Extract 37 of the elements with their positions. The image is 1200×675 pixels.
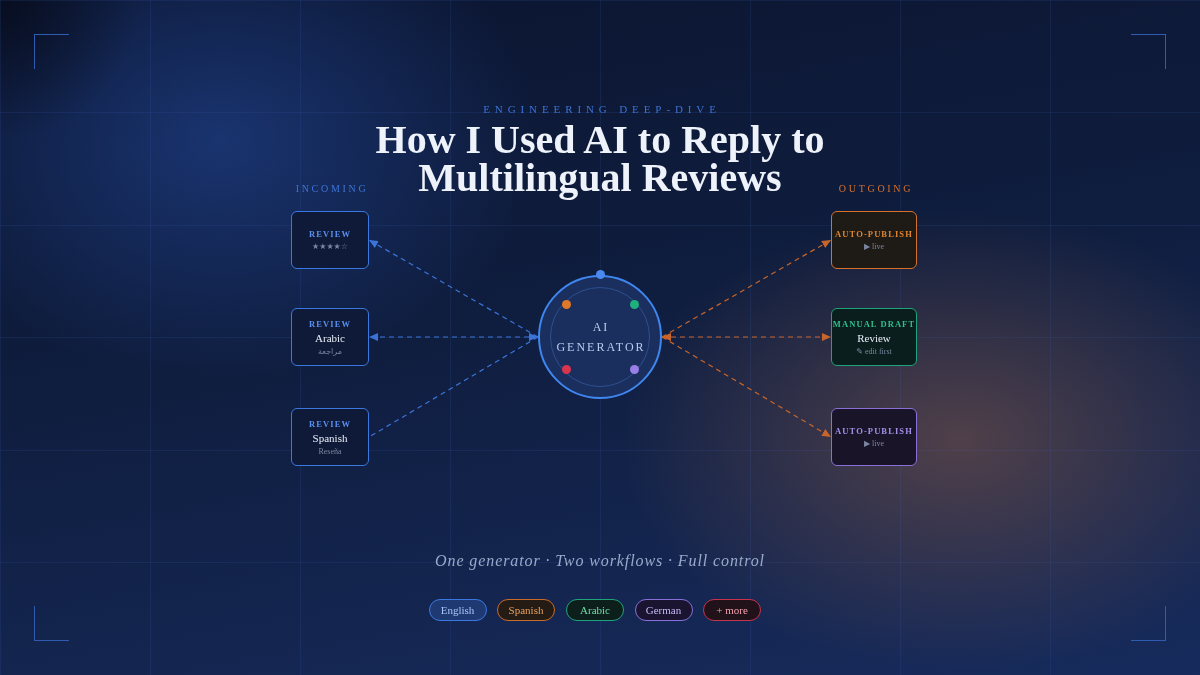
tagline: One generator · Two workflows · Full control: [435, 552, 765, 570]
card-note: مراجعة: [318, 346, 342, 356]
section-kicker: ENGINEERING DEEP-DIVE: [483, 103, 721, 115]
output-card: [831, 211, 917, 269]
card-heading: REVIEW: [309, 418, 351, 429]
card-heading: REVIEW: [309, 318, 351, 329]
card-heading: AUTO-PUBLISH: [835, 229, 913, 239]
column-heading: INCOMING: [295, 182, 369, 194]
card-heading: MANUAL DRAFT: [832, 318, 916, 329]
language-tag: German: [634, 599, 693, 621]
card-heading: REVIEW: [309, 229, 351, 239]
language-tag: Spanish: [497, 599, 555, 621]
dashed-arrow: [368, 239, 539, 338]
status-text: ▶ live: [863, 439, 885, 448]
dashed-arrow: [661, 336, 832, 438]
dashed-line: [368, 336, 539, 438]
dashed-arrow: [368, 333, 539, 341]
card-heading: AUTO-PUBLISH: [835, 426, 913, 436]
review-card: [291, 308, 369, 366]
language-tag: + more: [703, 599, 761, 621]
card-note: ✎ edit first: [856, 346, 892, 356]
card-title: Review: [857, 331, 891, 344]
language-tag: English: [428, 599, 487, 621]
review-card: [291, 211, 369, 269]
dashed-arrow: [661, 333, 832, 341]
output-card: [831, 308, 917, 366]
card-title: Spanish: [312, 431, 348, 444]
column-heading: OUTGOING: [838, 182, 914, 194]
language-tag: Arabic: [566, 599, 624, 621]
review-card: [291, 408, 369, 466]
dashed-arrow: [661, 239, 832, 338]
status-text: ▶ live: [863, 242, 885, 251]
output-card: [831, 408, 917, 466]
star-rating: ★★★★☆: [312, 242, 348, 251]
card-note: Reseña: [318, 446, 342, 456]
card-title: Arabic: [315, 331, 345, 344]
generator-label: AI GENERATOR: [555, 319, 647, 356]
